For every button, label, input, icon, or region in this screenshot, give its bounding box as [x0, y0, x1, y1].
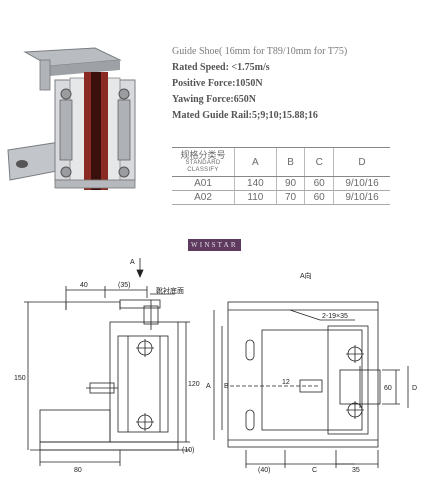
section-mark-left: A — [130, 259, 135, 266]
hole-note: 2-19×35 — [322, 313, 348, 320]
dim-d: D — [412, 385, 417, 392]
brand-label: WINSTAR — [188, 239, 241, 251]
table-row: A02 110 70 60 9/10/16 — [172, 190, 390, 205]
dim-a: A — [206, 383, 211, 390]
positive-force: Positive Force:1050N — [172, 78, 263, 89]
dim-35p: (35) — [118, 282, 130, 289]
spec-block: Guide Shoe( 16mm for T89/10mm for T75) R… — [172, 44, 432, 124]
header-d: D — [333, 147, 390, 177]
spec-title: Guide Shoe( 16mm for T89/10mm for T75) — [172, 46, 348, 57]
yawing-force: Yawing Force:650N — [172, 94, 256, 105]
dim-12: 12 — [282, 379, 290, 386]
dim-120: 120 — [188, 381, 200, 388]
dim-10: (10) — [182, 447, 194, 454]
header-c: C — [304, 147, 334, 177]
bottom-note: 靴衬底面 — [156, 286, 184, 295]
dim-150: 150 — [14, 375, 26, 382]
dim-60: 60 — [384, 385, 392, 392]
model-table: 规格分类号 STANDARD CLASSIFY A B C D A01 140 … — [172, 147, 390, 205]
table-row: A01 140 90 60 9/10/16 — [172, 176, 390, 191]
header-classify: 规格分类号 STANDARD CLASSIFY — [172, 147, 235, 177]
dim-c: C — [312, 467, 317, 474]
dim-80: 80 — [74, 467, 82, 474]
rated-speed: Rated Speed: <1.75m/s — [172, 62, 270, 73]
technical-drawing: A A向 40 (35) 靴衬底面 150 120 (10) 80 2-19×3… — [14, 258, 417, 474]
dim-40: 40 — [80, 282, 88, 289]
table-header-row: 规格分类号 STANDARD CLASSIFY A B C D — [172, 147, 390, 177]
dim-b: B — [224, 383, 229, 390]
guide-shoe-photo — [7, 47, 136, 190]
section-mark-right: A向 — [300, 271, 312, 280]
dim-40p: (40) — [258, 467, 270, 474]
mated-guide-rail: Mated Guide Rail:5;9;10;15.88;16 — [172, 110, 318, 121]
header-b: B — [275, 147, 305, 177]
dim-35: 35 — [352, 467, 360, 474]
header-a: A — [234, 147, 277, 177]
